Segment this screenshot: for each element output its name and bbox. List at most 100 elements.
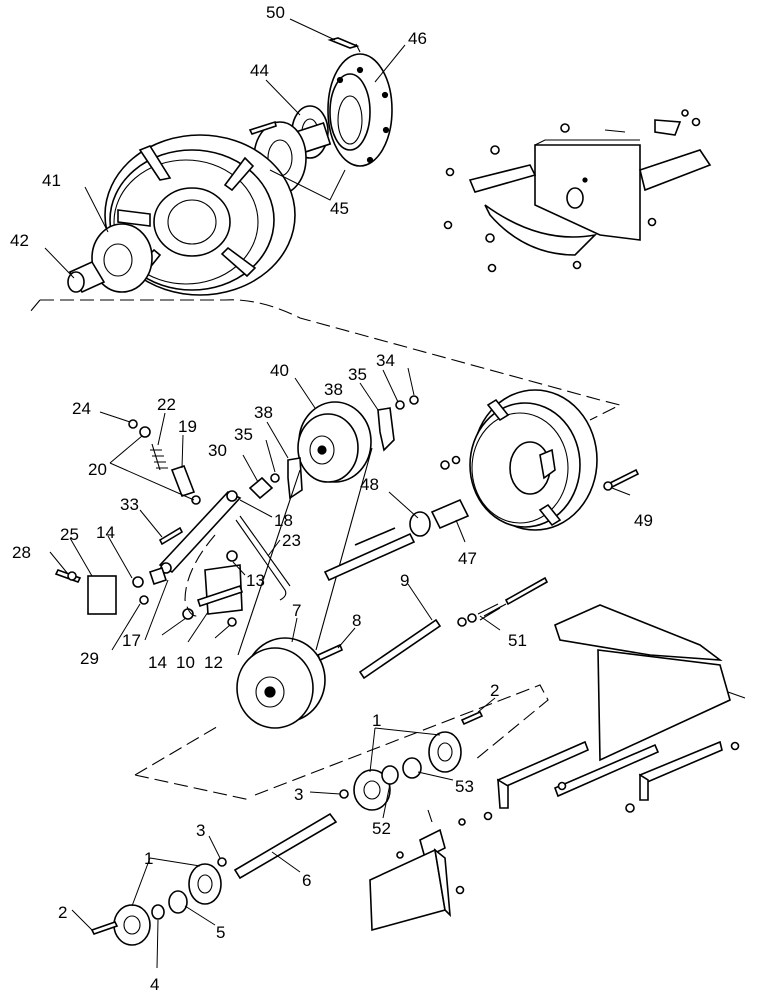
callout-12: 12: [204, 653, 223, 672]
right-large-pulley: [469, 389, 598, 531]
part-50-pin: [327, 37, 361, 53]
part-6-shaft: [233, 812, 338, 880]
part-25-plate: [87, 575, 117, 615]
leader-lines: [44, 18, 631, 969]
part-33-bolt: [158, 526, 184, 546]
part-3-nut-lower: [217, 857, 227, 867]
callout-6: 6: [302, 871, 311, 890]
part-1-flange-upper: [353, 731, 462, 811]
part-14-washer-upper: [132, 576, 144, 588]
upper-guard-assembly: [468, 119, 712, 256]
callout-7: 7: [292, 601, 301, 620]
part-3-nut-upper: [339, 789, 349, 799]
callout-1b: 1: [144, 849, 153, 868]
callout-45: 45: [330, 199, 349, 218]
callout-52: 52: [372, 819, 391, 838]
part-45-bolt: [248, 120, 277, 135]
part-38-bracket-upper: [377, 407, 395, 452]
lower-assembly-boundary: [134, 684, 549, 801]
callout-38b: 38: [254, 403, 273, 422]
part-40-idler-pulley: [297, 401, 372, 483]
part-38-bracket-lower: [287, 457, 303, 500]
part-49-bolt: [603, 468, 640, 491]
callout-labels: 50 46 44 45 41 42 40 35 34 38 24 22 19 3…: [10, 3, 653, 994]
lower-right-guard-plate: [554, 604, 746, 762]
small-angle-bracket: [396, 809, 466, 860]
callout-10: 10: [176, 653, 195, 672]
upper-assembly-boundary: [40, 299, 622, 421]
upper-large-pulley: [104, 134, 296, 296]
part-51-spring: [457, 576, 549, 627]
callout-2a: 2: [490, 681, 499, 700]
upper-assembly-boundary-left: [29, 299, 41, 313]
part-20-washer-lower: [191, 495, 201, 505]
callout-5: 5: [216, 923, 225, 942]
callout-2b: 2: [58, 903, 67, 922]
part-2-bolt-upper: [460, 710, 484, 726]
part-17-collar: [148, 566, 168, 586]
callout-14a: 14: [96, 523, 115, 542]
part-42-sleeve: [67, 260, 106, 294]
callout-19: 19: [178, 417, 197, 436]
callout-48: 48: [360, 475, 379, 494]
lower-brackets: [483, 740, 740, 821]
drive-belt: [237, 447, 373, 656]
callout-46: 46: [408, 29, 427, 48]
part-9-shaft: [358, 618, 442, 680]
callout-42: 42: [10, 231, 29, 250]
part-4-washer: [151, 904, 165, 920]
part-2-bolt-lower: [90, 921, 119, 935]
callout-24: 24: [72, 399, 91, 418]
callout-49: 49: [634, 511, 653, 530]
callout-28: 28: [12, 543, 31, 562]
part-23-spring: [235, 515, 291, 601]
part-18-tension-arm: [158, 490, 242, 574]
part-7-drive-pulley: [236, 637, 326, 729]
part-46-flange-hub: [327, 53, 393, 167]
part-34-nut: [409, 395, 419, 405]
part-35-washer-upper: [395, 400, 405, 410]
callout-22: 22: [157, 395, 176, 414]
part-1-flange-lower: [113, 863, 222, 946]
part-20-washer: [139, 426, 151, 438]
part-10-bracket: [196, 564, 244, 615]
callout-20: 20: [88, 460, 107, 479]
callout-18: 18: [274, 511, 293, 530]
callout-23: 23: [282, 531, 301, 550]
part-30-spacer: [248, 476, 274, 500]
bottom-hood-guard: [369, 848, 465, 932]
part-5-bushing: [168, 890, 188, 914]
right-pulley-fasteners: [440, 455, 461, 470]
part-53-washer: [402, 757, 422, 779]
part-22-spring: [150, 443, 168, 471]
callout-8: 8: [352, 611, 361, 630]
callout-4: 4: [150, 975, 159, 994]
callout-40: 40: [270, 361, 289, 380]
part-13-nut: [226, 550, 238, 562]
callout-50: 50: [266, 3, 285, 22]
part-8-key: [316, 643, 344, 662]
callout-51: 51: [508, 631, 527, 650]
part-52-bushing: [381, 765, 399, 785]
callout-34: 34: [376, 351, 395, 370]
callout-13: 13: [246, 571, 265, 590]
callout-3a: 3: [294, 785, 303, 804]
callout-44: 44: [250, 61, 269, 80]
callout-1a: 1: [372, 711, 381, 730]
part-29-nut: [139, 595, 149, 605]
callout-41: 41: [42, 171, 61, 190]
callout-25: 25: [60, 525, 79, 544]
callout-17: 17: [122, 631, 141, 650]
callout-53: 53: [455, 777, 474, 796]
part-12-bolt: [227, 617, 237, 627]
guard-fasteners: [443, 109, 701, 273]
part-19-sleeve: [170, 464, 196, 498]
part-35-washer-lower: [270, 473, 280, 483]
part-28-bolt: [54, 569, 82, 583]
part-41-hub: [91, 223, 153, 293]
callout-29: 29: [80, 649, 99, 668]
callout-3b: 3: [196, 821, 205, 840]
dash-loop-left: [184, 534, 216, 617]
